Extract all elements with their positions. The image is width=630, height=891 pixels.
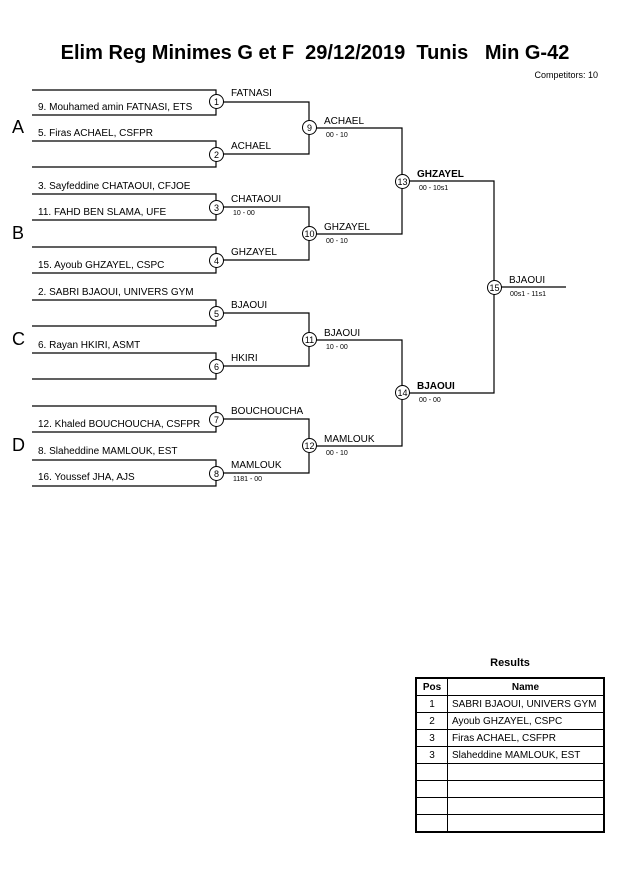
match-number-badge: 14 (395, 385, 410, 400)
result-name: Slaheddine MAMLOUK, EST (447, 746, 605, 764)
match-number-badge: 7 (209, 412, 224, 427)
final-winner: BJAOUI (509, 275, 546, 286)
match-number-badge: 12 (302, 438, 317, 453)
match-score: 00 - 00 (419, 397, 441, 404)
match-winner: BJAOUI (231, 300, 268, 311)
results-header-pos: Pos (415, 677, 448, 696)
match-number-badge: 15 (487, 280, 502, 295)
match-score: 00 - 10 (326, 450, 348, 457)
match-score: 10 - 00 (233, 210, 255, 217)
result-pos (415, 780, 448, 798)
result-name (447, 780, 605, 798)
table-row (415, 797, 605, 815)
results-header-name: Name (447, 677, 605, 696)
table-row (415, 763, 605, 781)
result-pos: 1 (415, 695, 448, 713)
match-winner: GHZAYEL (417, 169, 464, 180)
match-winner: GHZAYEL (324, 222, 370, 233)
match-score: 00 - 10s1 (419, 185, 449, 192)
match-winner: ACHAEL (324, 116, 365, 127)
match-winner: BOUCHOUCHA (231, 406, 304, 417)
match-number-badge: 1 (209, 94, 224, 109)
match-winner: HKIRI (231, 353, 258, 364)
competitor-entry: 11. FAHD BEN SLAMA, UFE (38, 207, 167, 218)
final-score: 00s1 - 11s1 (510, 291, 547, 298)
table-row (415, 814, 605, 833)
pool-label-a: A (12, 117, 25, 137)
match-number-badge: 9 (302, 120, 317, 135)
result-pos (415, 814, 448, 833)
result-name: Ayoub GHZAYEL, CSPC (447, 712, 605, 730)
competitor-entry: 2. SABRI BJAOUI, UNIVERS GYM (38, 287, 194, 298)
competitor-entry: 9. Mouhamed amin FATNASI, ETS (38, 102, 193, 113)
page-title: Elim Reg Minimes G et F 29/12/2019 Tunis… (60, 42, 570, 64)
result-pos: 3 (415, 729, 448, 747)
match-number-badge: 4 (209, 253, 224, 268)
competitor-entry: 8. Slaheddine MAMLOUK, EST (38, 446, 178, 457)
match-number-badge: 6 (209, 359, 224, 374)
competitor-entry: 15. Ayoub GHZAYEL, CSPC (38, 260, 165, 271)
competitor-entry: 5. Firas ACHAEL, CSFPR (38, 128, 154, 139)
result-pos: 2 (415, 712, 448, 730)
pool-label-c: C (12, 329, 25, 349)
match-score: 10 - 00 (326, 344, 348, 351)
match-number-badge: 3 (209, 200, 224, 215)
result-name: Firas ACHAEL, CSFPR (447, 729, 605, 747)
competitor-entry: 3. Sayfeddine CHATAOUI, CFJOE (38, 181, 191, 192)
match-number-badge: 2 (209, 147, 224, 162)
result-pos: 3 (415, 746, 448, 764)
match-number-badge: 13 (395, 174, 410, 189)
match-winner: BJAOUI (324, 328, 361, 339)
result-pos (415, 797, 448, 815)
match-winner: GHZAYEL (231, 247, 277, 258)
table-row (415, 780, 605, 798)
match-score: 1181 - 00 (233, 476, 263, 483)
match-winner: MAMLOUK (231, 460, 282, 471)
result-name (447, 814, 605, 833)
match-winner: BJAOUI (417, 381, 455, 392)
match-winner: CHATAOUI (231, 194, 282, 205)
result-pos (415, 763, 448, 781)
match-winner: FATNASI (231, 88, 272, 99)
results-title: Results (490, 657, 530, 669)
match-number-badge: 11 (302, 332, 317, 347)
match-number-badge: 5 (209, 306, 224, 321)
competitor-entry: 6. Rayan HKIRI, ASMT (38, 340, 141, 351)
match-score: 00 - 10 (326, 238, 348, 245)
competitor-entry: 12. Khaled BOUCHOUCHA, CSFPR (38, 419, 201, 430)
result-name (447, 797, 605, 815)
competitor-entry: 16. Youssef JHA, AJS (38, 472, 135, 483)
match-winner: MAMLOUK (324, 434, 375, 445)
competitor-count: Competitors: 10 (534, 70, 598, 80)
match-number-badge: 10 (302, 226, 317, 241)
match-score: 00 - 10 (326, 132, 348, 139)
result-name (447, 763, 605, 781)
match-number-badge: 8 (209, 466, 224, 481)
result-name: SABRI BJAOUI, UNIVERS GYM (447, 695, 605, 713)
match-winner: ACHAEL (231, 141, 272, 152)
pool-label-b: B (12, 223, 25, 243)
pool-label-d: D (12, 435, 25, 455)
